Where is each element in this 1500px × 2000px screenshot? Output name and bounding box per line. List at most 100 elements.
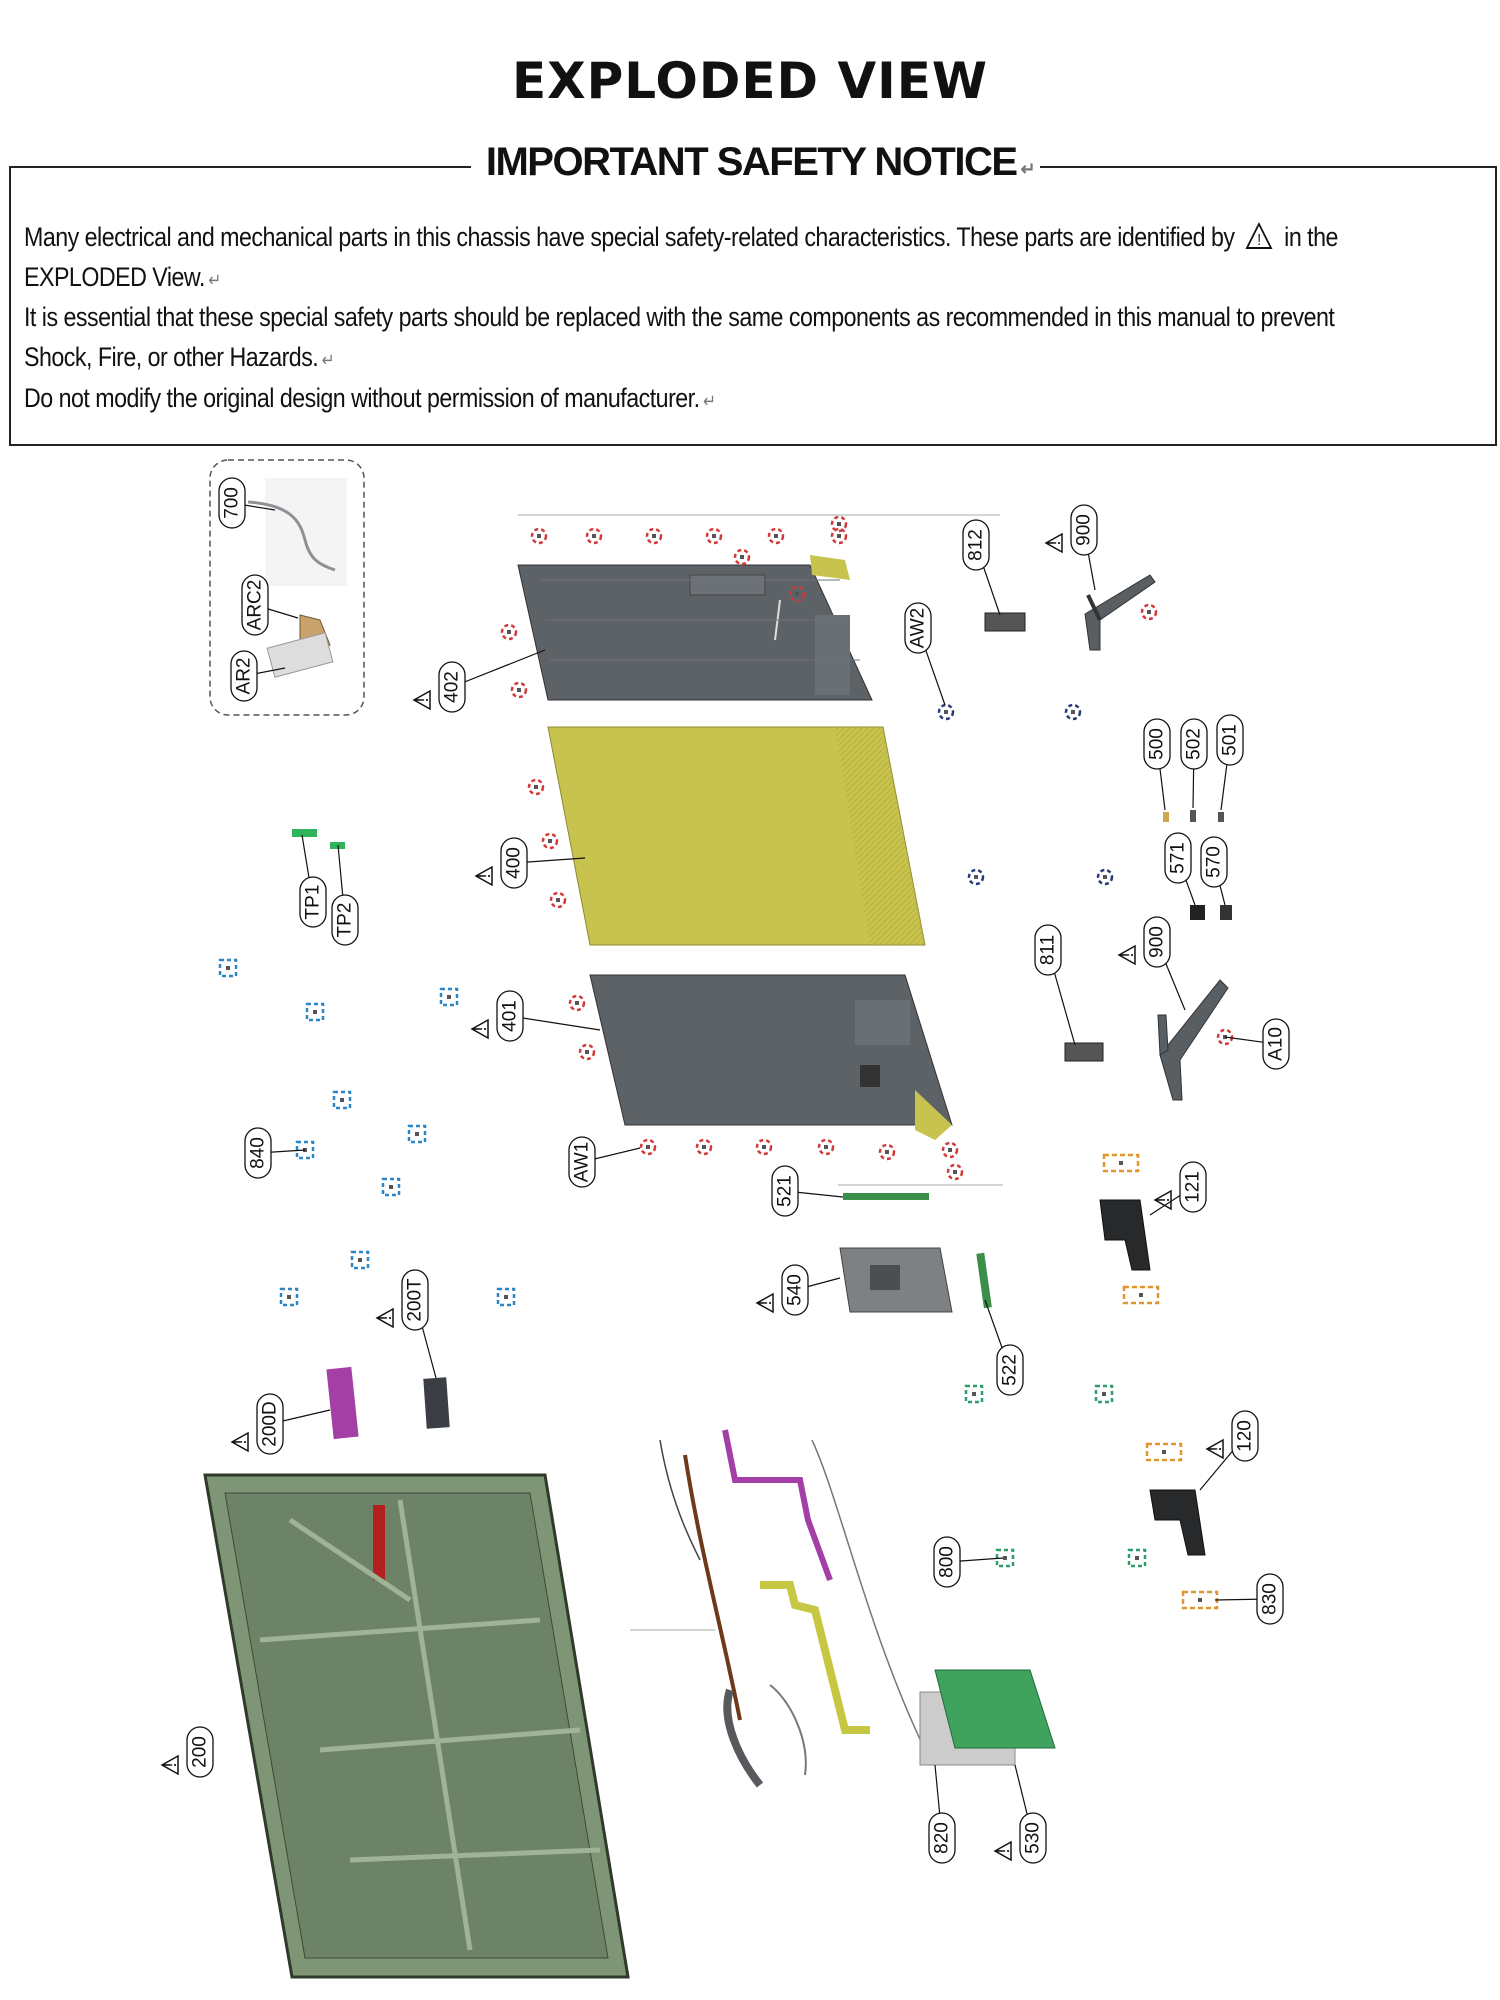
part-label-800: 800 — [933, 1536, 961, 1588]
part-label-521: 521 — [771, 1165, 799, 1217]
screw-dot — [507, 630, 511, 634]
label-bubble — [1143, 718, 1171, 770]
hinge-811 — [1064, 1042, 1104, 1062]
label-bubble — [438, 661, 466, 713]
label-bubble — [241, 574, 269, 636]
label-bubble — [1256, 1573, 1284, 1625]
screw-marker — [332, 1090, 352, 1110]
label-bubble — [781, 1264, 809, 1316]
screw-marker — [964, 1384, 984, 1404]
label-bubble — [1216, 714, 1244, 766]
part-label-121: 121! — [1153, 1161, 1207, 1213]
label-bubble — [299, 876, 327, 928]
part-label-ar2: AR2 — [230, 650, 258, 702]
screw-dot — [740, 555, 744, 559]
rear-cover-402 — [517, 555, 873, 701]
label-bubble — [933, 1536, 961, 1588]
label-text: 502 — [1184, 728, 1205, 760]
page-title: EXPLODED VIEW — [511, 52, 989, 110]
screw-marker — [305, 1002, 325, 1022]
part-label-401: 401! — [470, 990, 524, 1042]
label-text: 900 — [1147, 926, 1168, 958]
label-bubble — [904, 602, 932, 654]
warning-triangle-icon: ! — [412, 689, 433, 711]
screw-marker — [788, 585, 806, 603]
safety-notice-box — [9, 166, 1497, 446]
part-label-aw1: AW1 — [568, 1136, 596, 1188]
label-bubble — [568, 1136, 596, 1188]
screw-marker — [817, 1138, 835, 1156]
notice-line-2: EXPLODED View.↵ — [24, 262, 221, 292]
screw-dot — [1198, 1598, 1202, 1602]
screw-dot — [389, 1185, 393, 1189]
part-label-200d: 200D! — [230, 1393, 284, 1455]
hinge-812 — [984, 612, 1026, 632]
screw-marker — [755, 1138, 773, 1156]
part-label-502: 502 — [1180, 718, 1208, 770]
panel-cover-401 — [589, 974, 953, 1140]
svg-text:!: ! — [1044, 540, 1065, 545]
cable-harness-group — [659, 1429, 931, 1788]
screw-dot — [1003, 1556, 1007, 1560]
svg-text:!: ! — [755, 1300, 776, 1305]
warning-triangle-icon: ! — [474, 865, 495, 887]
screw-marker — [1140, 603, 1158, 621]
screw-dot — [1071, 710, 1075, 714]
label-bubble — [1200, 836, 1228, 888]
connector-570 — [1220, 905, 1232, 920]
notice-heading: IMPORTANT SAFETY NOTICE↵ — [480, 140, 1040, 185]
label-text: 402 — [442, 671, 463, 703]
connector-501 — [1218, 812, 1224, 822]
label-text: TP1 — [303, 885, 324, 920]
label-text: 700 — [222, 487, 243, 519]
label-bubble — [1179, 1161, 1207, 1213]
screw-marker — [1122, 1285, 1160, 1305]
screw-dot — [774, 534, 778, 538]
part-label-840: 840 — [244, 1127, 272, 1179]
label-text: 812 — [966, 529, 987, 561]
part-label-540: 540! — [755, 1264, 809, 1316]
screw-dot — [534, 785, 538, 789]
label-bubble — [1034, 924, 1062, 976]
screw-marker — [496, 1287, 516, 1307]
screw-marker — [830, 515, 848, 533]
bracket-arc2 — [266, 614, 334, 678]
label-text: TP2 — [335, 903, 356, 938]
part-label-570: 570 — [1200, 836, 1228, 888]
board-522 — [976, 1252, 992, 1309]
screw-marker — [1145, 1442, 1183, 1462]
label-text: 800 — [937, 1546, 958, 1578]
screw-marker — [568, 994, 586, 1012]
label-text: 121 — [1183, 1171, 1204, 1203]
screw-marker — [645, 527, 663, 545]
label-text: 200T — [405, 1278, 426, 1322]
label-text: 840 — [248, 1137, 269, 1169]
screw-marker — [439, 987, 459, 1007]
board-521 — [843, 1193, 929, 1200]
screw-marker — [500, 623, 518, 641]
notice-rule-left — [9, 166, 471, 168]
screw-dot — [824, 1145, 828, 1149]
screw-marker — [1064, 703, 1082, 721]
power-board-530 — [919, 1669, 1056, 1766]
label-bubble — [928, 1812, 956, 1864]
screw-marker — [639, 1138, 657, 1156]
label-text: 401 — [500, 1000, 521, 1032]
screw-dot — [548, 839, 552, 843]
svg-text:!: ! — [1153, 1197, 1174, 1202]
screw-dot — [537, 534, 541, 538]
label-text: 900 — [1074, 514, 1095, 546]
label-text: 540 — [785, 1274, 806, 1306]
part-label-400: 400! — [474, 837, 528, 889]
label-text: 811 — [1038, 935, 1059, 965]
part-label-aw2: AW2 — [904, 602, 932, 654]
screw-dot — [313, 1010, 317, 1014]
label-text: 521 — [775, 1175, 796, 1207]
screw-dot — [1103, 875, 1107, 879]
label-text: 120 — [1235, 1420, 1256, 1452]
part-label-820: 820 — [928, 1812, 956, 1864]
part-label-830: 830 — [1256, 1573, 1284, 1625]
svg-text:!: ! — [474, 873, 495, 878]
part-label-812: 812 — [962, 519, 990, 571]
